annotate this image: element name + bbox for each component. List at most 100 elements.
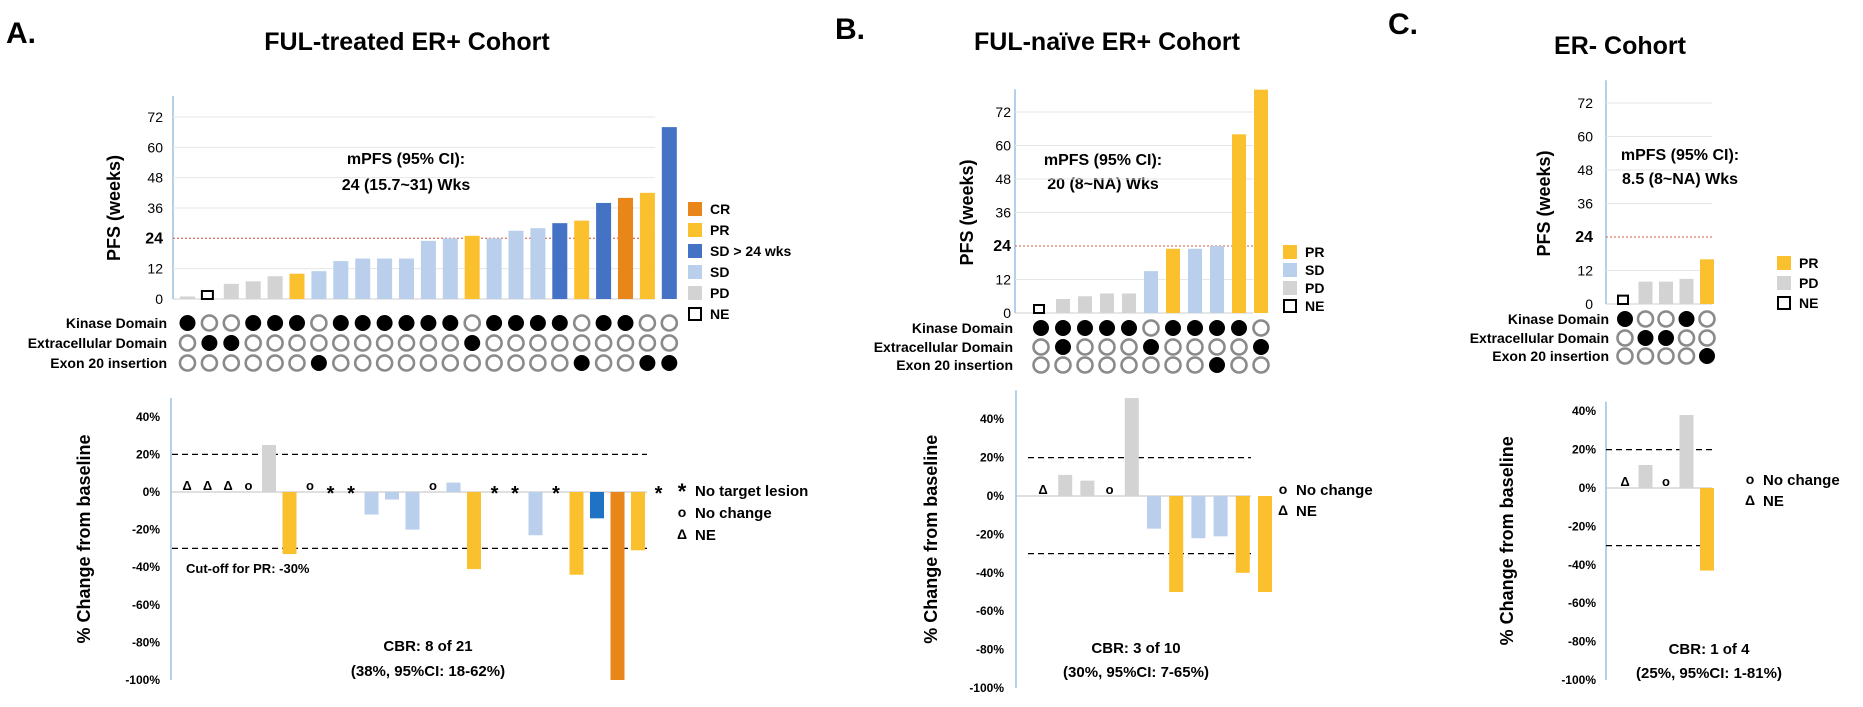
change-bar xyxy=(1058,474,1073,496)
mutation-dot xyxy=(419,334,438,352)
change-marker: o xyxy=(1106,482,1114,497)
panel-title-a: FUL-treated ER+ Cohort xyxy=(264,28,550,56)
mutation-dot xyxy=(573,355,590,371)
pfs-bar xyxy=(223,283,239,299)
panel-title-c: ER- Cohort xyxy=(1554,32,1687,60)
mutation-dot xyxy=(1120,338,1138,356)
mpfs-annotation-a-line1: mPFS (95% CI): xyxy=(347,151,465,168)
mutation-dot xyxy=(1657,310,1675,328)
mutation-dot xyxy=(442,315,459,331)
mutation-dot xyxy=(529,315,546,331)
change-legend-symbol: o xyxy=(1746,471,1755,487)
change-bar xyxy=(631,492,645,551)
pfs-tick-label: 48 xyxy=(147,170,163,186)
panel-label-a: A. xyxy=(6,17,36,50)
mutation-dot xyxy=(572,334,591,352)
cbr-text-b-line1: CBR: 3 of 10 xyxy=(1091,640,1180,657)
pfs-bar xyxy=(1144,271,1158,313)
mutation-row-label: Exon 20 insertion xyxy=(896,357,1013,373)
change-tick-label: -20% xyxy=(976,527,1004,541)
pfs-tick-label: 60 xyxy=(1577,129,1593,145)
legend-swatch xyxy=(688,286,702,300)
change-tick-label: -100% xyxy=(969,681,1004,695)
mutation-row-label: Kinase Domain xyxy=(1508,311,1609,327)
mutation-dot xyxy=(201,335,218,351)
pfs-bar xyxy=(267,276,283,299)
mutation-dot xyxy=(508,315,524,331)
mutation-dot xyxy=(1032,356,1050,374)
mutation-dot xyxy=(222,354,241,372)
change-bar xyxy=(1700,488,1714,571)
pfs-tick-label: 36 xyxy=(1577,196,1593,212)
mutation-dot xyxy=(1616,329,1634,347)
legend-swatch xyxy=(1777,296,1791,310)
change-bar xyxy=(1258,496,1272,592)
change-tick-label: -20% xyxy=(132,523,160,537)
mutation-dot xyxy=(332,315,349,331)
mutation-dot xyxy=(485,334,503,352)
mutation-dot xyxy=(1616,347,1634,365)
change-y-axis-label: % Change from baseline xyxy=(921,435,941,644)
mutation-dot xyxy=(1636,347,1655,365)
change-bar xyxy=(528,492,543,536)
pfs-bar xyxy=(552,223,568,299)
mutation-dot xyxy=(550,334,569,352)
mutation-dot xyxy=(639,355,656,371)
change-tick-label: 40% xyxy=(980,412,1004,426)
change-bar xyxy=(1213,496,1228,537)
mutation-dot xyxy=(661,355,678,371)
mutation-dot xyxy=(200,354,219,372)
mutation-dot xyxy=(266,334,284,352)
change-tick-label: -80% xyxy=(1568,635,1596,649)
change-tick-label: 40% xyxy=(136,410,160,424)
pfs-bar xyxy=(486,238,502,299)
mutation-dot xyxy=(353,334,372,352)
pfs-bar xyxy=(1617,294,1629,305)
legend-swatch xyxy=(1283,299,1297,313)
mutation-dot xyxy=(1186,338,1204,356)
change-tick-label: 0% xyxy=(1579,481,1597,495)
mutation-dot xyxy=(1186,356,1204,374)
change-legend-label: NE xyxy=(1296,503,1317,520)
legend-label: PR xyxy=(1799,255,1818,271)
change-tick-label: -60% xyxy=(976,604,1004,618)
legend-swatch xyxy=(688,202,702,216)
mutation-dot xyxy=(464,335,481,351)
change-bar xyxy=(1169,496,1184,592)
mutation-dot xyxy=(463,354,482,372)
legend-label: NE xyxy=(1799,295,1818,311)
mutation-dot xyxy=(572,314,591,332)
mutation-dot xyxy=(310,334,328,352)
change-legend-label: No change xyxy=(695,505,772,522)
pfs-bar xyxy=(1700,259,1714,304)
mutation-dot xyxy=(1252,319,1270,337)
mutation-row-label: Exon 20 insertion xyxy=(1492,348,1609,364)
change-bar xyxy=(1147,496,1161,529)
mutation-dot xyxy=(1164,356,1182,374)
change-marker: o xyxy=(1662,474,1670,489)
legend-label: PD xyxy=(1305,280,1324,296)
legend-label: PD xyxy=(1799,275,1818,291)
pfs-bar xyxy=(1659,281,1673,304)
change-tick-label: -100% xyxy=(1561,673,1596,687)
legend-label: SD xyxy=(710,264,729,280)
mutation-dot xyxy=(1054,356,1072,374)
pfs-bar xyxy=(1033,304,1045,314)
mutation-dot xyxy=(420,315,437,331)
mutation-dot xyxy=(245,315,262,331)
pfs-tick-label: 60 xyxy=(147,139,163,155)
mutation-dot xyxy=(398,315,415,331)
mutation-dot xyxy=(1033,320,1049,336)
pfs-tick-label: 36 xyxy=(995,205,1011,221)
mutation-dot xyxy=(244,354,262,372)
change-bar xyxy=(405,492,420,530)
mutation-dot xyxy=(223,335,240,351)
change-bar xyxy=(1124,398,1139,496)
pfs-bar xyxy=(1254,89,1268,314)
pfs-bar xyxy=(333,261,349,299)
mutation-dot xyxy=(485,354,503,372)
mutation-dot xyxy=(1098,356,1116,374)
mutation-dot xyxy=(289,315,305,331)
